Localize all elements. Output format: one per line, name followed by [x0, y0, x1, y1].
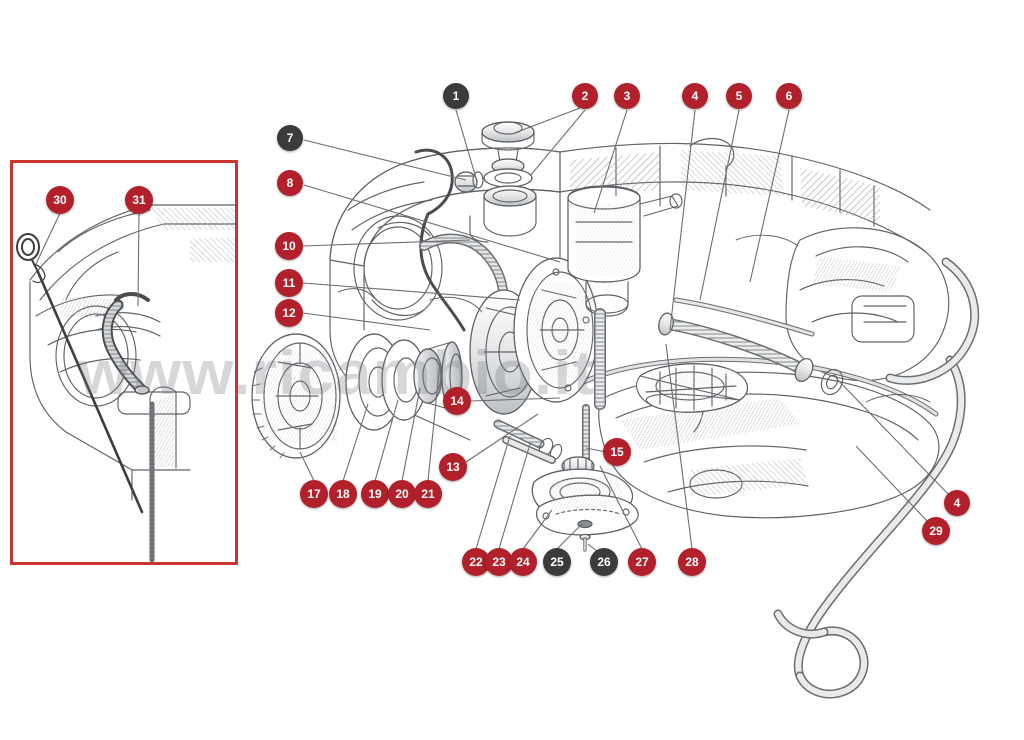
callout-marker-4-lower[interactable]: 4 [944, 490, 970, 516]
callout-marker-5[interactable]: 5 [726, 83, 752, 109]
leader-8 [303, 184, 561, 263]
callout-marker-4[interactable]: 4 [682, 83, 708, 109]
leader-1 [455, 109, 477, 179]
leader-23 [498, 443, 531, 550]
callout-marker-10[interactable]: 10 [275, 232, 303, 260]
leader-13 [465, 413, 539, 463]
highlight-box-dipstick-detail [10, 160, 238, 565]
callout-marker-30[interactable]: 30 [46, 186, 74, 214]
leader-3 [593, 109, 628, 214]
callout-marker-14[interactable]: 14 [443, 387, 471, 415]
leader-12 [302, 312, 431, 331]
leader-11 [302, 282, 521, 301]
leader-7 [303, 139, 467, 181]
callout-marker-26[interactable]: 26 [590, 548, 618, 576]
leader-28 [665, 343, 693, 550]
leader-30 [35, 212, 61, 265]
callout-marker-19[interactable]: 19 [361, 480, 389, 508]
leader-18 [342, 403, 369, 482]
leader-2a [511, 107, 581, 135]
callout-marker-12[interactable]: 12 [275, 299, 303, 327]
callout-marker-7[interactable]: 7 [277, 125, 303, 151]
callout-marker-29[interactable]: 29 [922, 517, 950, 545]
callout-marker-25[interactable]: 25 [543, 548, 571, 576]
leader-14 [470, 397, 561, 402]
callout-marker-21[interactable]: 21 [414, 480, 442, 508]
callout-marker-28[interactable]: 28 [678, 548, 706, 576]
callout-marker-18[interactable]: 18 [329, 480, 357, 508]
leader-4-lower [835, 377, 949, 495]
leader-6 [749, 109, 790, 283]
callout-marker-3[interactable]: 3 [614, 83, 640, 109]
callout-marker-6[interactable]: 6 [776, 83, 802, 109]
callout-marker-31[interactable]: 31 [125, 186, 153, 214]
callout-marker-1[interactable]: 1 [443, 83, 469, 109]
callout-marker-13[interactable]: 13 [439, 453, 467, 481]
callout-marker-24[interactable]: 24 [509, 548, 537, 576]
leader-4 [669, 109, 696, 331]
callout-marker-20[interactable]: 20 [388, 480, 416, 508]
callout-marker-15[interactable]: 15 [603, 438, 631, 466]
leader-25 [556, 523, 583, 550]
leader-24 [522, 509, 553, 550]
leader-20 [401, 387, 421, 482]
leader-5 [699, 109, 740, 301]
leader-27 [599, 465, 643, 550]
callout-marker-8[interactable]: 8 [277, 170, 303, 196]
callout-marker-27[interactable]: 27 [628, 548, 656, 576]
leader-17 [299, 451, 315, 482]
leader-29 [855, 445, 929, 523]
leader-31 [137, 212, 140, 307]
leader-21 [427, 361, 441, 482]
callout-marker-17[interactable]: 17 [300, 480, 328, 508]
leader-22 [475, 435, 511, 550]
leader-19 [374, 399, 399, 482]
leader-10 [302, 239, 471, 247]
callout-marker-23[interactable]: 23 [485, 548, 513, 576]
callout-marker-11[interactable]: 11 [275, 269, 303, 297]
leader-15 [585, 447, 607, 453]
leader-2b [529, 109, 586, 177]
callout-marker-2[interactable]: 2 [572, 83, 598, 109]
